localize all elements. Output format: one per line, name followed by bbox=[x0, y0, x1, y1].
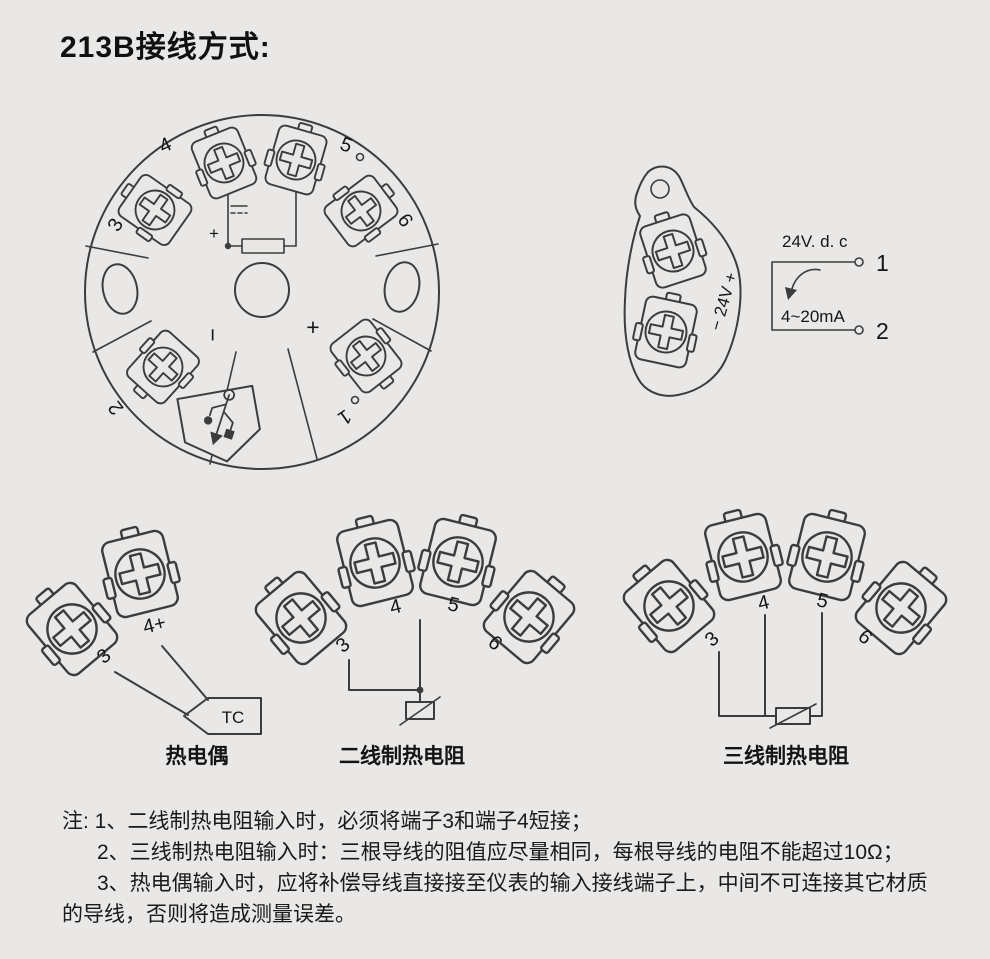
screw-terminal[interactable] bbox=[323, 312, 413, 405]
terminal-label-1: 1 bbox=[334, 405, 356, 429]
internal-wiring: + bbox=[209, 191, 297, 254]
screw-terminal[interactable] bbox=[106, 163, 198, 253]
thermocouple-wiring: 3 4+ TC 热电偶 bbox=[12, 518, 262, 768]
usb-icon bbox=[203, 389, 235, 446]
screw-terminal[interactable] bbox=[628, 286, 706, 371]
screw-terminal[interactable] bbox=[411, 506, 507, 610]
loop-current-label: 4~20mA bbox=[781, 307, 845, 326]
loop-terminal-dot bbox=[854, 257, 864, 267]
note-line-1: 注: 1、二线制热电阻输入时，必须将端子3和端子4短接； bbox=[62, 810, 592, 833]
loop-terminal-1-label: 1 bbox=[876, 250, 889, 276]
junction-dot bbox=[224, 242, 232, 250]
tc-wire bbox=[114, 671, 189, 716]
side-body-outline bbox=[623, 165, 742, 397]
transmitter-side-view: − 24V + bbox=[623, 165, 742, 397]
rtd3-terminal-label-3: 3 bbox=[701, 627, 724, 651]
supply-polarity-label: − 24V + bbox=[706, 270, 741, 333]
center-hole bbox=[234, 262, 290, 318]
tc-tag: TC bbox=[222, 708, 245, 727]
loop-wires bbox=[771, 261, 855, 331]
page-title: 213B接线方式: bbox=[60, 31, 271, 64]
power-loop-circuit: 24V. d. c 1 2 4~20mA bbox=[771, 232, 889, 344]
head-outline bbox=[84, 114, 440, 470]
note-line-2: 2、三线制热电阻输入时：三根导线的阻值应尽量相同，每根导线的电阻不能超过10Ω； bbox=[97, 841, 904, 864]
screw-terminal[interactable] bbox=[326, 507, 422, 611]
rtd2-terminal-label-5: 5 bbox=[445, 593, 461, 617]
mounting-hole-left bbox=[101, 263, 139, 315]
rtd3-resistor-diagonal bbox=[769, 703, 817, 729]
small-hole bbox=[355, 152, 365, 162]
plus-mark: + bbox=[306, 314, 319, 340]
transmitter-top-view: + − + 3 4 5 6 1 2 bbox=[84, 114, 440, 470]
small-hole bbox=[350, 395, 360, 405]
wiring-diagram-canvas: + − + 3 4 5 6 1 2 bbox=[12, 114, 961, 768]
rtd-2wire-wiring: 3 4 5 6 二线制热电阻 bbox=[241, 506, 589, 768]
notes: 注: 1、二线制热电阻输入时，必须将端子3和端子4短接； 2、三线制热电阻输入时… bbox=[62, 806, 940, 930]
screw-terminal[interactable] bbox=[258, 115, 336, 199]
rtd2-terminal-label-3: 3 bbox=[332, 633, 355, 657]
dc-symbol-icon bbox=[230, 205, 248, 214]
minus-mark: − bbox=[200, 328, 226, 341]
ear-hole bbox=[650, 179, 670, 199]
caption-rtd-2wire: 二线制热电阻 bbox=[339, 744, 465, 768]
screw-terminal[interactable] bbox=[91, 518, 187, 622]
screw-terminal[interactable] bbox=[780, 501, 876, 605]
tc-probe-shape bbox=[183, 697, 262, 735]
terminal-label-4: 4 bbox=[156, 133, 175, 158]
screw-terminal[interactable] bbox=[181, 116, 264, 204]
tc-terminal-label-4plus: 4+ bbox=[141, 612, 168, 639]
rtd3-terminal-label-4: 4 bbox=[755, 591, 771, 615]
supply-voltage-label: 24V. d. c bbox=[782, 232, 848, 251]
rtd3-wire bbox=[809, 612, 823, 717]
caption-thermocouple: 热电偶 bbox=[166, 744, 229, 768]
rtd2-wire bbox=[348, 659, 421, 691]
rtd2-resistor-diagonal bbox=[399, 696, 441, 726]
screw-terminal[interactable] bbox=[694, 501, 790, 605]
tc-terminal-label-3: 3 bbox=[93, 644, 116, 668]
junction-dot bbox=[416, 686, 424, 694]
internal-resistor bbox=[241, 238, 285, 254]
usb-port-panel bbox=[176, 384, 261, 463]
tc-wire bbox=[161, 645, 209, 701]
rtd-3wire-wiring: 3 4 5 6 三线制热电阻 bbox=[609, 501, 961, 768]
terminal-label-5: 5 bbox=[337, 133, 355, 157]
rtd3-wire bbox=[718, 651, 777, 717]
screw-terminal[interactable] bbox=[630, 203, 714, 293]
loop-terminal-2-label: 2 bbox=[876, 318, 889, 344]
current-direction-arrow bbox=[785, 268, 821, 300]
mounting-hole-right bbox=[383, 261, 421, 313]
rtd3-resistor bbox=[775, 707, 811, 725]
rtd3-terminal-label-6: 6 bbox=[854, 625, 877, 649]
rtd2-resistor bbox=[405, 701, 435, 720]
rtd3-terminal-label-5: 5 bbox=[814, 589, 830, 613]
screw-terminal[interactable] bbox=[318, 164, 410, 254]
caption-rtd-3wire: 三线制热电阻 bbox=[723, 744, 849, 768]
terminal-label-2: 2 bbox=[104, 397, 128, 419]
small-plus-label: + bbox=[209, 224, 219, 243]
loop-terminal-dot bbox=[854, 325, 864, 335]
screw-terminal[interactable] bbox=[241, 557, 356, 673]
rtd2-terminal-label-4: 4 bbox=[387, 595, 403, 619]
note-line-3: 3、热电偶输入时，应将补偿导线直接接至仪表的输入接线端子上，中间不可连接其它材质… bbox=[62, 872, 928, 926]
